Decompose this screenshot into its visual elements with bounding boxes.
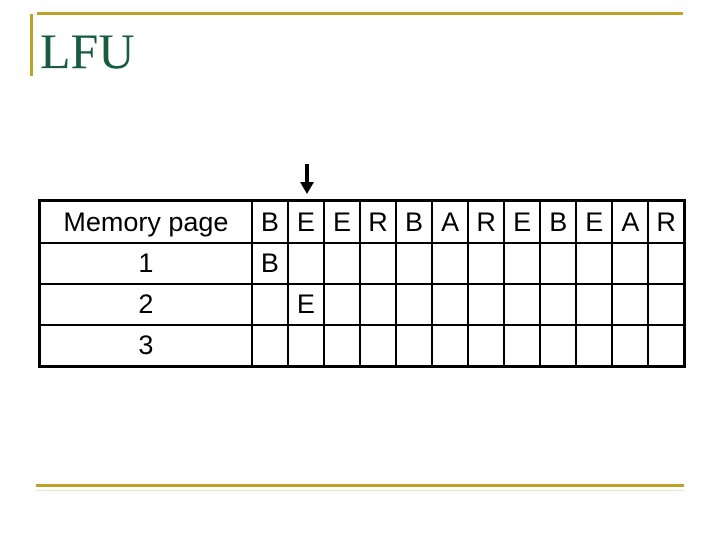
frame-content-cell: [467, 242, 506, 285]
frame-content-cell: [250, 324, 289, 368]
frame-content-cell: [611, 283, 650, 326]
frame-content-cell: [503, 283, 542, 326]
frame-content-cell: [286, 242, 325, 285]
frame-content-cell: [539, 324, 578, 368]
frame-content-cell: [395, 324, 434, 368]
frame-content-cell: [467, 324, 506, 368]
reference-letter-cell: A: [431, 199, 470, 244]
frame-content-cell: [503, 324, 542, 368]
frame-content-cell: [395, 283, 434, 326]
frame-number-cell: 3: [38, 324, 253, 368]
reference-letter-cell: R: [358, 199, 398, 244]
frame-content-cell: B: [250, 242, 289, 285]
memory-page-header-cell: Memory page: [38, 199, 253, 244]
reference-letter-cell: B: [539, 199, 578, 244]
frame-content-cell: [575, 324, 614, 368]
frame-number-cell: 2: [38, 283, 253, 326]
frame-content-cell: [611, 242, 650, 285]
frame-content-cell: [431, 283, 470, 326]
left-accent-line: [30, 14, 33, 76]
frame-content-cell: [286, 324, 325, 368]
frame-content-cell: [539, 242, 578, 285]
frame-number-cell: 1: [38, 242, 253, 285]
frame-content-cell: [467, 283, 506, 326]
bottom-accent-line-shadow: [36, 490, 684, 491]
bottom-accent-line: [36, 484, 684, 487]
frame-content-cell: [322, 242, 361, 285]
frame-content-cell: [431, 324, 470, 368]
reference-letter-cell: R: [467, 199, 506, 244]
frame-content-cell: [250, 283, 289, 326]
reference-letter-cell: E: [503, 199, 542, 244]
reference-letter-cell: A: [611, 199, 650, 244]
frame-content-cell: [358, 324, 398, 368]
frame-content-cell: [647, 242, 686, 285]
reference-letter-cell: E: [286, 199, 325, 244]
frame-content-cell: [539, 283, 578, 326]
frame-content-cell: [575, 283, 614, 326]
reference-letter-cell: B: [395, 199, 434, 244]
frame-content-cell: E: [286, 283, 325, 326]
reference-letter-cell: E: [322, 199, 361, 244]
frame-content-cell: [647, 283, 686, 326]
frame-content-cell: [322, 283, 361, 326]
reference-letter-cell: R: [647, 199, 686, 244]
frame-content-cell: [611, 324, 650, 368]
frame-row: 3: [38, 324, 686, 368]
frame-content-cell: [503, 242, 542, 285]
frame-content-cell: [395, 242, 434, 285]
frame-content-cell: [575, 242, 614, 285]
frame-content-cell: [647, 324, 686, 368]
frame-content-cell: [358, 242, 398, 285]
frame-content-cell: [358, 283, 398, 326]
current-reference-arrow-icon: [300, 164, 314, 194]
slide-title: LFU: [40, 23, 135, 79]
top-accent-line: [37, 12, 683, 15]
frame-content-cell: [322, 324, 361, 368]
frame-content-cell: [431, 242, 470, 285]
reference-letter-cell: E: [575, 199, 614, 244]
reference-letter-cell: B: [250, 199, 289, 244]
